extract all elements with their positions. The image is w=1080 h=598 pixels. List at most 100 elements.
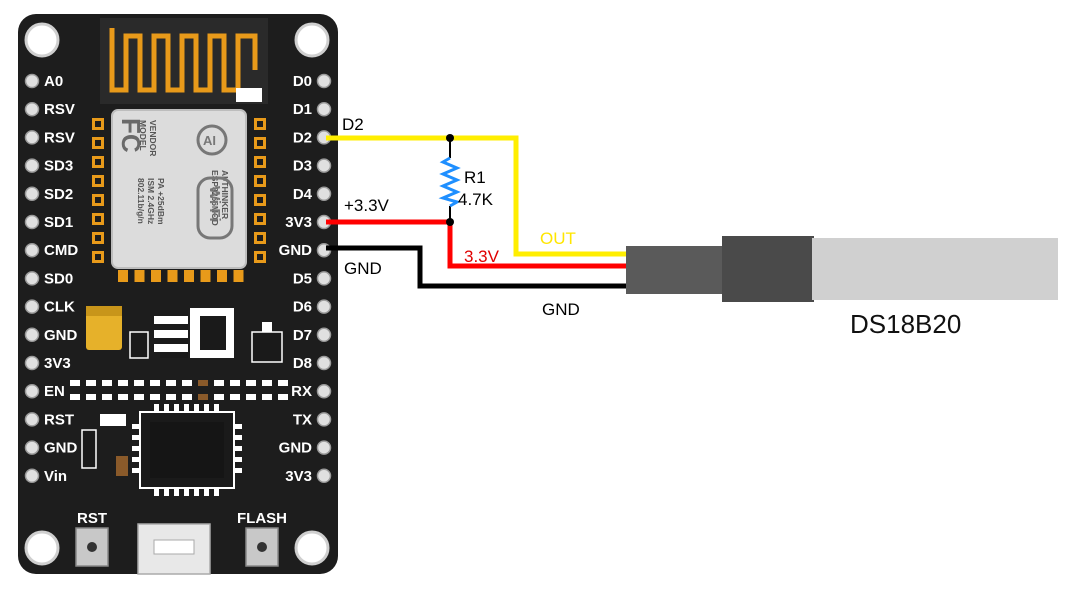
chip-pin [194, 404, 199, 412]
smd-part [198, 394, 208, 400]
left-pin-label: CLK [44, 299, 75, 316]
smd-part [230, 380, 240, 386]
chip-pin [234, 446, 242, 451]
right-pin-14 [316, 468, 332, 484]
pcb-antenna [100, 18, 268, 104]
module-pad-hole [95, 178, 101, 184]
smd-part [134, 394, 144, 400]
module-text-3: ESP8266MOD [210, 170, 220, 226]
module-pad-hole [257, 159, 263, 165]
module-text-7: 802.11b/g/n [136, 178, 146, 224]
chip-pin [164, 404, 169, 412]
left-pin-4 [24, 186, 40, 202]
left-pin-12 [24, 412, 40, 427]
esp8266-module: FC MODEL VENDOR ISM 2.4GHz PA +25dBm 802… [111, 109, 247, 269]
mount-hole-bl [24, 530, 60, 566]
left-pin-2 [24, 130, 40, 145]
left-pin-label: CMD [44, 242, 78, 259]
right-pin-label: GND [279, 242, 313, 259]
wifi-logo-text: Wi Fi [206, 186, 223, 222]
probe-steel-tube [812, 238, 1058, 300]
left-pin-11 [24, 383, 40, 399]
module-pad-hole [257, 254, 263, 260]
right-pin-label: D0 [293, 73, 312, 90]
module-text-1: MODEL [138, 120, 148, 151]
wifi-logo-icon [196, 176, 234, 240]
flash-button[interactable]: FLASH [237, 510, 287, 567]
right-pin-11 [316, 383, 332, 399]
smd-part [150, 380, 160, 386]
module-text-4: AI-THINKER [220, 170, 230, 219]
right-pin-10 [316, 355, 332, 371]
right-pin-12 [316, 412, 332, 427]
left-pin-label: GND [44, 327, 78, 344]
chip-pin [214, 488, 219, 496]
module-text-2: VENDOR [148, 120, 158, 156]
smd-part [198, 380, 208, 386]
ai-logo-icon [196, 124, 228, 156]
rst-button-label: RST [77, 510, 107, 527]
resistor-name: R1 [464, 168, 486, 187]
module-pad-hole [95, 121, 101, 127]
module-pad-hole [95, 254, 101, 260]
ai-logo-text: AI [203, 133, 216, 148]
right-pin-label: 3V3 [285, 214, 312, 231]
module-pad [167, 270, 178, 282]
label-plus-3v3: +3.3V [344, 196, 390, 215]
right-pin-9 [316, 327, 332, 343]
left-pin-label: A0 [44, 73, 63, 90]
right-pin-label: D8 [293, 355, 312, 372]
smd-part [246, 380, 256, 386]
smd-part [166, 394, 176, 400]
chip-pin [184, 404, 189, 412]
right-pin-label: D5 [293, 270, 312, 287]
right-pin-13 [316, 440, 332, 455]
chip-pin [194, 488, 199, 496]
left-pin-3 [24, 158, 40, 173]
smd-part [214, 380, 224, 386]
left-pin-10 [24, 355, 40, 371]
right-pin-label: D7 [293, 327, 312, 344]
right-pin-label: D2 [293, 129, 312, 146]
left-pin-14 [24, 468, 40, 484]
left-pin-9 [24, 327, 40, 343]
smd-part [86, 380, 96, 386]
chip-pin [132, 457, 140, 462]
right-pin-1 [316, 101, 332, 117]
smd-part [182, 394, 192, 400]
right-pin-label: RX [291, 383, 312, 400]
right-pin-label: D3 [293, 158, 312, 175]
chip-pin [204, 488, 209, 496]
module-pad [184, 270, 194, 282]
smd-part [70, 394, 80, 400]
smd-part [246, 394, 256, 400]
junction-dot-top [446, 134, 454, 142]
label-d2: D2 [342, 115, 364, 134]
wire-3v3-power [326, 219, 628, 269]
chip-pin [154, 488, 159, 496]
rst-button[interactable]: RST [75, 510, 109, 567]
left-pin-0 [24, 73, 40, 89]
mount-hole-br [294, 530, 330, 566]
chip-pin [214, 404, 219, 412]
right-pin-3 [316, 158, 332, 173]
module-pad-hole [257, 121, 263, 127]
chip-pin [174, 488, 179, 496]
chip-pin [132, 468, 140, 473]
junction-dot-bottom [446, 218, 454, 226]
module-text-5: ISM 2.4GHz [146, 178, 156, 224]
resistor-value: 4.7K [458, 190, 494, 209]
left-pin-13 [24, 440, 40, 455]
module-pad-hole [95, 159, 101, 165]
module-pad-hole [95, 216, 101, 222]
sensor-label: DS18B20 [850, 309, 961, 339]
smd-part [166, 380, 176, 386]
ds18b20-probe [626, 236, 1058, 302]
smd-part [230, 394, 240, 400]
smd-part [278, 380, 288, 386]
module-pad [134, 270, 145, 282]
right-pin-8 [316, 299, 332, 314]
left-pin-label: SD1 [44, 214, 73, 231]
